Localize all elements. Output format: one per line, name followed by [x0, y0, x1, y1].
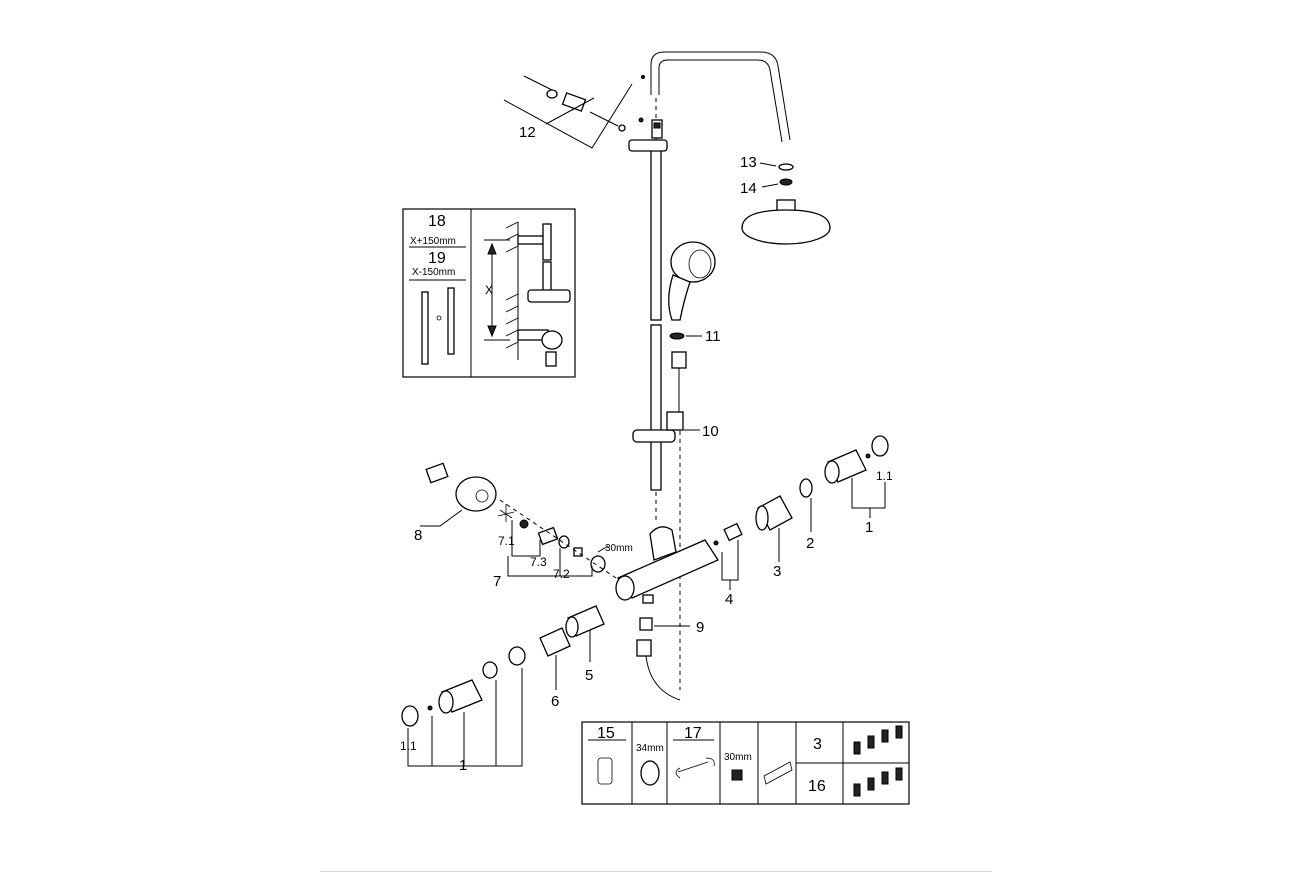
- hose-nut: [671, 351, 687, 369]
- table-label-16: 16: [808, 778, 826, 795]
- wrench-icon: [675, 757, 715, 779]
- hand-shower: [668, 241, 716, 412]
- callout-7-2: 7.2: [553, 567, 570, 581]
- nut-30mm-icon: [731, 769, 743, 781]
- rail-tube-19: [447, 287, 455, 355]
- plug: [561, 92, 587, 112]
- callout-3: 3: [773, 563, 781, 580]
- callout-12: 12: [519, 124, 536, 141]
- ring-34mm-icon: [640, 760, 660, 786]
- right-handle-assembly: [713, 435, 889, 590]
- eccentric-7-1: [537, 526, 559, 546]
- hose-connector: [636, 639, 652, 657]
- callout-7: 7: [493, 573, 501, 590]
- callout-1-1-left: 1.1: [400, 739, 417, 753]
- cartridge-icon: [763, 761, 793, 785]
- screw: [523, 75, 553, 91]
- callout-10: 10: [702, 423, 719, 440]
- inset-label-18: 18: [428, 213, 446, 230]
- cartridge-extension-icon: [597, 757, 613, 785]
- wall-fixing-kit: [503, 75, 633, 149]
- table-label-17: 17: [684, 725, 702, 742]
- rail-tube-18: [421, 291, 429, 365]
- callout-1-left: 1: [459, 757, 467, 774]
- wall-connector-assembly: [420, 462, 617, 579]
- washer-11: [669, 332, 685, 340]
- washer-13: [778, 163, 794, 171]
- callout-2: 2: [806, 535, 814, 552]
- accessory-table: 15 34mm 17 30mm 3 16: [581, 721, 910, 805]
- cartridge-6: [539, 627, 571, 657]
- footer-divider: [320, 871, 992, 872]
- callout-7-3: 7.3: [530, 555, 547, 569]
- dimension-30mm: 30mm: [605, 543, 633, 554]
- connector-thread: [425, 462, 449, 484]
- callout-8: 8: [414, 527, 422, 544]
- overhead-arm: [650, 51, 791, 141]
- inset-dim-18: X+150mm: [410, 236, 456, 247]
- callout-5: 5: [585, 667, 593, 684]
- thermostat-body: [615, 526, 719, 701]
- callout-13: 13: [740, 154, 757, 171]
- outlet-fitting-9: [639, 617, 653, 631]
- ring-left: [508, 646, 526, 666]
- mixer-outlet-elbow: [649, 526, 677, 561]
- table-label-3: 3: [813, 736, 822, 753]
- callout-6: 6: [551, 693, 559, 710]
- table-label-15: 15: [597, 725, 615, 742]
- cap-1-1-right: [871, 435, 889, 457]
- callout-7-1: 7.1: [498, 534, 515, 548]
- riser-tube-lower: [650, 324, 662, 491]
- hand-shower-grip: [668, 274, 691, 321]
- seal-14: [779, 178, 793, 186]
- inset-slider: [527, 289, 571, 303]
- head-shower: [741, 162, 831, 245]
- screw-set-icon: [853, 725, 903, 797]
- inset-dim-19: X-150mm: [412, 267, 455, 278]
- table-dim-30mm: 30mm: [724, 752, 752, 763]
- table-dim-34mm: 34mm: [636, 743, 664, 754]
- shower-riser: [628, 51, 791, 690]
- left-handle-assembly: [401, 605, 605, 767]
- cap-1-1-left: [401, 705, 419, 727]
- callout-labels: 12 13 14 11 10 1.1 1 2 3 4 9 5 6 8 7.1 7…: [400, 124, 893, 774]
- adapter-4: [723, 522, 743, 542]
- inset-label-19: 19: [428, 250, 446, 267]
- ring-2: [799, 478, 813, 498]
- callout-4: 4: [725, 591, 733, 608]
- callout-14: 14: [740, 180, 757, 197]
- callout-1-1-right: 1.1: [876, 469, 893, 483]
- hand-shower-head: [670, 241, 716, 283]
- nut-7-2: [590, 555, 606, 573]
- inset-x-label: X: [485, 283, 493, 297]
- seal-7-3: [558, 535, 570, 549]
- riser-tube-upper: [650, 149, 662, 321]
- top-wall-bracket: [628, 139, 668, 152]
- callout-1-right: 1: [865, 519, 873, 536]
- rail-length-inset: 18 X+150mm 19 X-150mm X: [402, 208, 576, 378]
- adapter-left: [482, 661, 498, 679]
- callout-11: 11: [705, 328, 721, 345]
- slider-holder: [632, 429, 676, 443]
- callout-9: 9: [696, 619, 704, 636]
